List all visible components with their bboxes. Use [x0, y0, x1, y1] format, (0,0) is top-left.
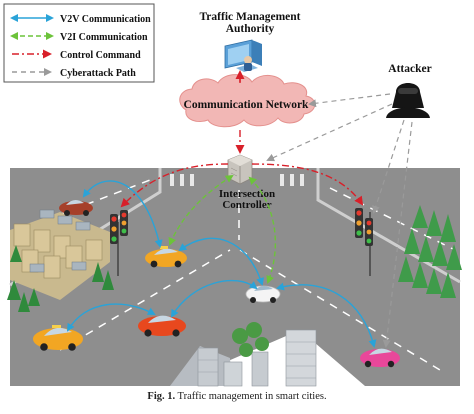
control-command-links — [120, 70, 364, 208]
car-icon — [33, 325, 83, 351]
communication-network-cloud — [179, 74, 316, 128]
legend: V2V Communication V2I Communication Cont… — [3, 3, 155, 83]
car-icon — [360, 348, 400, 368]
legend-item-v2i: V2I Communication — [10, 32, 148, 43]
network-label: Communication Network — [184, 99, 309, 111]
hacker-icon — [386, 83, 430, 118]
tree-icon — [7, 245, 114, 312]
caption-prefix: Fig. 1. — [147, 391, 176, 402]
figure-caption: Fig. 1. Traffic management in smart citi… — [0, 391, 474, 402]
caption-text: Traffic management in smart cities. — [175, 391, 327, 402]
attacker-label: Attacker — [388, 63, 431, 75]
legend-item-control: Control Command — [12, 49, 141, 61]
legend-label-v2v: V2V Communication — [60, 14, 151, 25]
controller-box-icon — [227, 154, 253, 185]
authority-label-line2: Authority — [226, 23, 275, 35]
legend-label-control: Control Command — [60, 50, 141, 61]
v2i-links — [168, 174, 277, 284]
legend-label-v2i: V2I Communication — [60, 32, 148, 43]
car-icon — [245, 285, 281, 303]
controller-label-line2: Controller — [222, 199, 271, 211]
legend-label-cyber: Cyberattack Path — [60, 68, 136, 79]
legend-item-v2v: V2V Communication — [10, 14, 151, 25]
authority-label-line1: Traffic Management — [199, 11, 300, 23]
tree-icon — [232, 322, 269, 357]
v2v-links — [66, 180, 377, 348]
car-icon — [145, 246, 187, 268]
building-icon — [170, 329, 317, 387]
traffic-light-icon — [355, 208, 373, 276]
tree-icon — [398, 205, 462, 298]
legend-item-cyber: Cyberattack Path — [12, 68, 136, 79]
cyberattack-paths — [266, 93, 413, 348]
computer-workstation-icon — [224, 39, 262, 72]
